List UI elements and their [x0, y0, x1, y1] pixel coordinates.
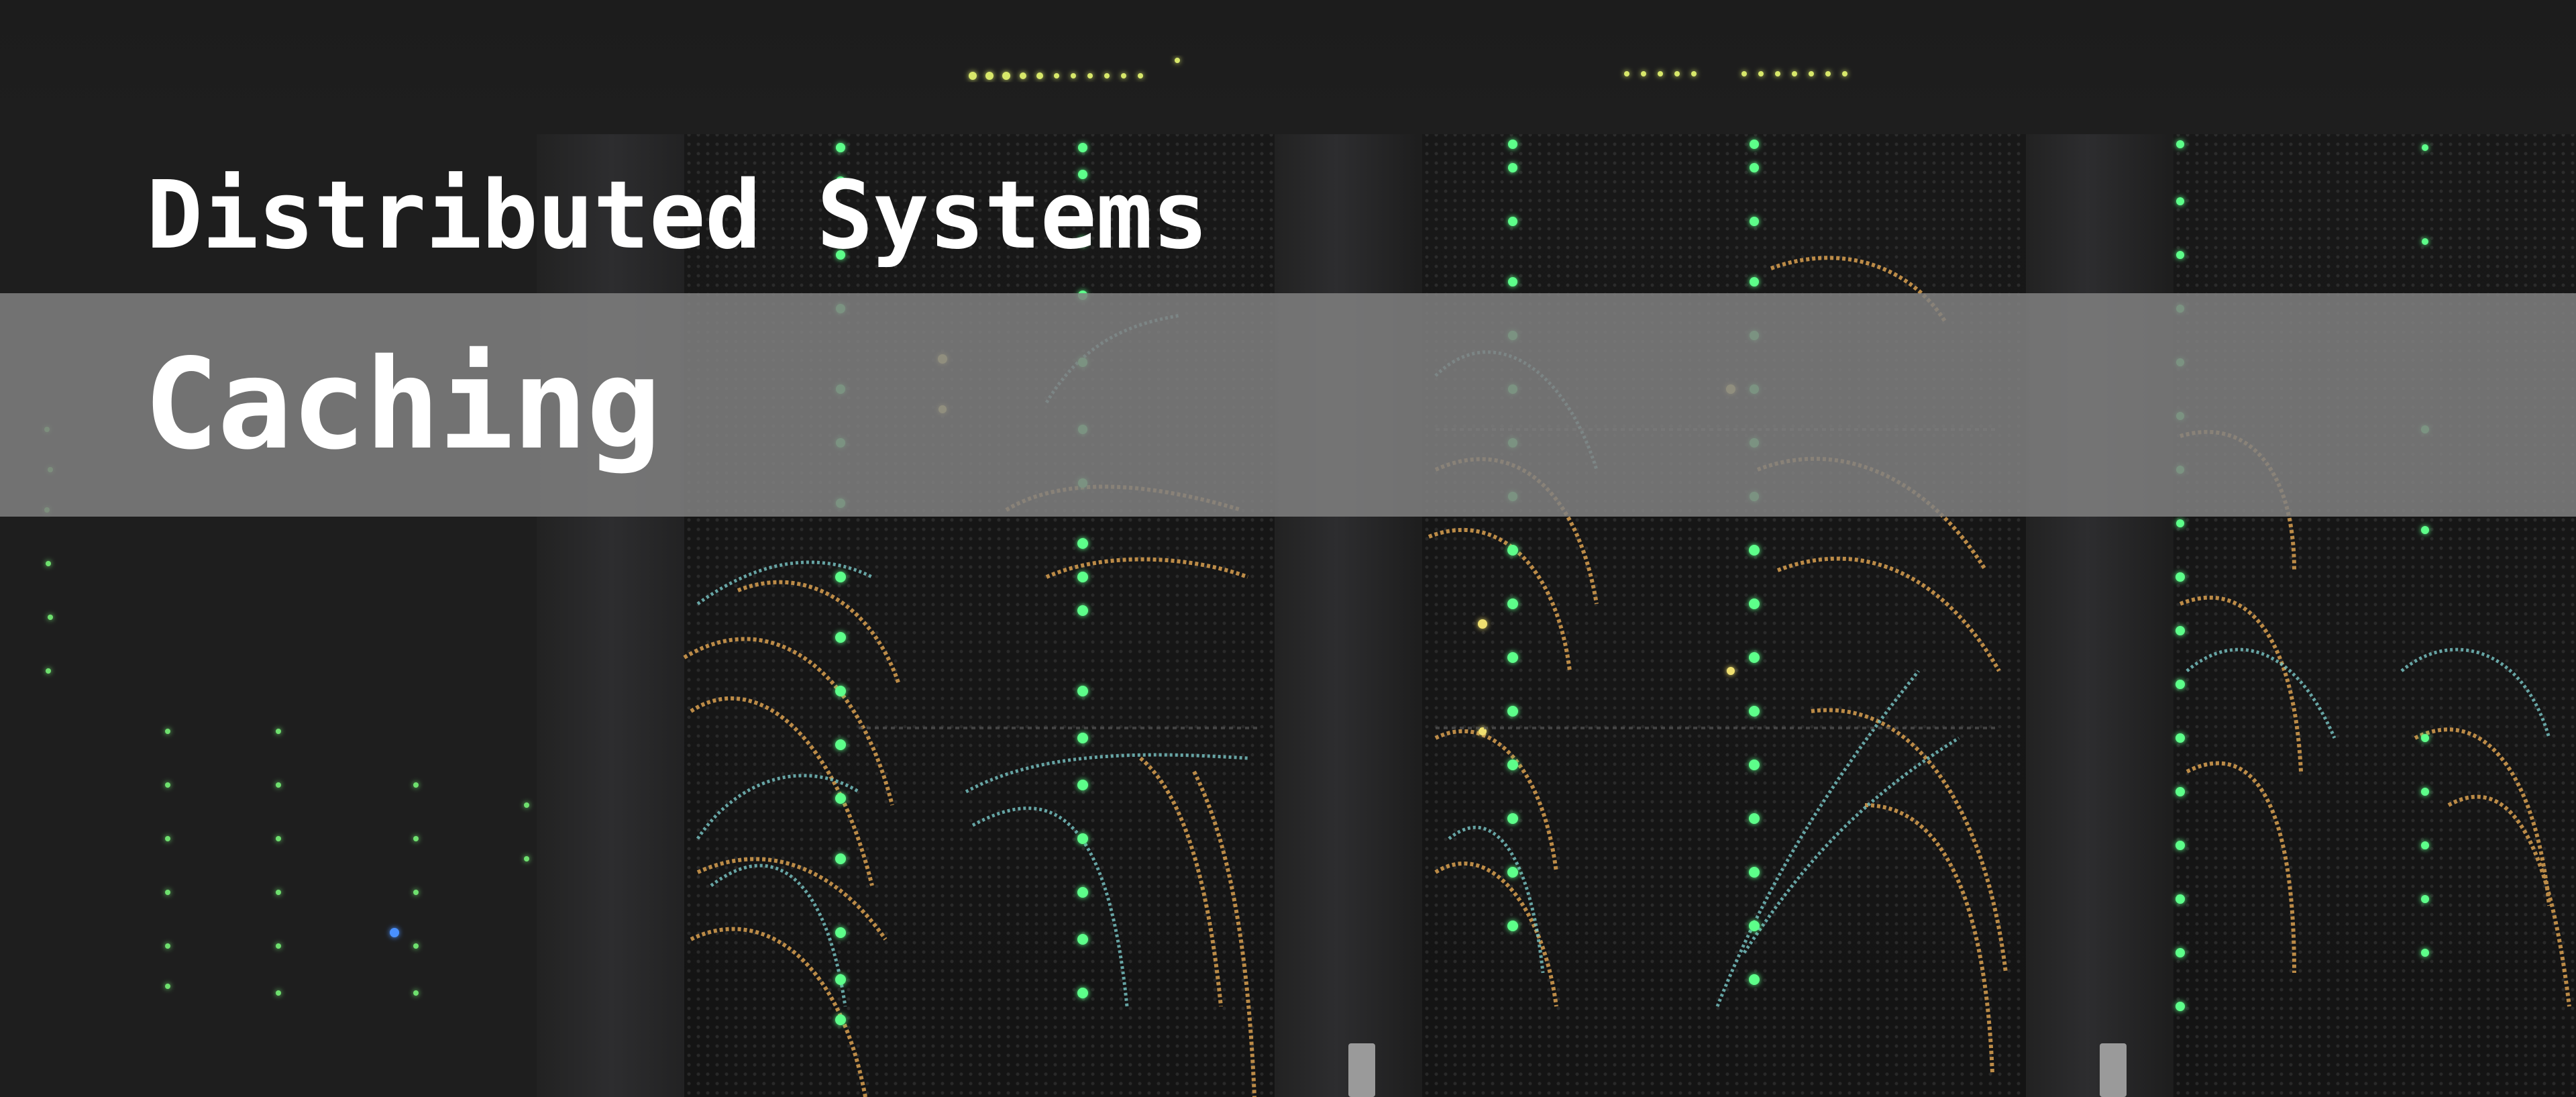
rack-frame [1275, 121, 1429, 1097]
subtitle-band [0, 293, 2576, 517]
rack-handle [2100, 1043, 2127, 1097]
led-strip-top-right [1624, 71, 1847, 76]
led-column [1749, 140, 1760, 985]
article-title: Caching [144, 331, 661, 477]
led-column [2176, 140, 2185, 1011]
led-column [2421, 144, 2429, 957]
led-strip-top-left [969, 58, 1180, 80]
server-rack [684, 121, 1275, 1097]
led-column [1077, 143, 1088, 998]
top-shadow [0, 0, 2576, 134]
series-title: Distributed Systems [146, 161, 1208, 270]
led-blue [390, 928, 399, 937]
led-column [1507, 140, 1518, 931]
led-scatter-left [44, 427, 529, 996]
server-rack [2174, 121, 2576, 1097]
server-rack [1422, 121, 2026, 1097]
rack-handle [1348, 1043, 1375, 1097]
rack-frame [2026, 121, 2180, 1097]
